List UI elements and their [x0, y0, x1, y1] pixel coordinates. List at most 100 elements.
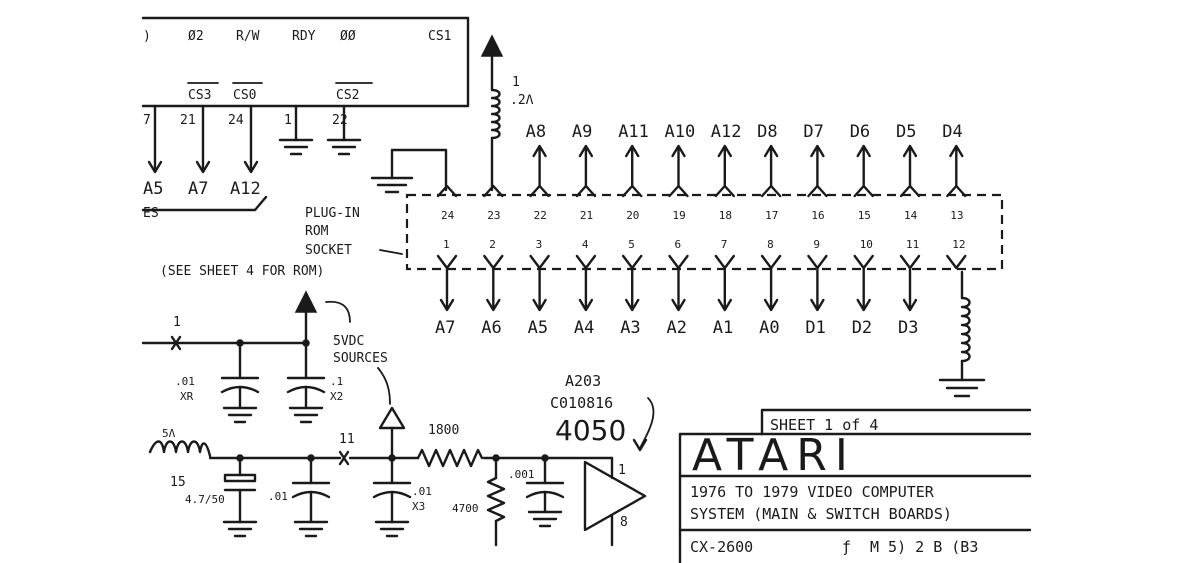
socket-pin-number: 5 [628, 238, 635, 251]
socket-pin-6: 6A2 [667, 238, 689, 338]
svg-text:C010816: C010816 [550, 394, 613, 412]
socket-pin-number: 18 [719, 209, 732, 222]
socket-signal-label: D3 [898, 318, 918, 338]
socket-pin-number: 4 [582, 238, 589, 251]
svg-text:.1: .1 [330, 375, 343, 388]
socket-pin-2: 2A6 [481, 238, 504, 338]
socket-signal-label: D8 [757, 122, 777, 142]
title-line: SYSTEM (MAIN & SWITCH BOARDS) [690, 505, 952, 523]
title-line: 1976 TO 1979 VIDEO COMPUTER [690, 483, 935, 501]
socket-pin-number: 19 [673, 209, 686, 222]
socket-pin-number: 24 [441, 209, 455, 222]
socket-signal-label: A1 [713, 318, 733, 338]
svg-text:): ) [143, 29, 151, 44]
pin12-inductor [938, 270, 986, 398]
socket-pin-number: 8 [767, 238, 774, 251]
chip-pin-label: CS0 [233, 88, 256, 103]
svg-text:4.7/50: 4.7/50 [185, 493, 225, 506]
socket-pin-13: 13 D4 [942, 122, 967, 222]
svg-text:.01: .01 [175, 375, 195, 388]
svg-text:8: 8 [620, 515, 628, 530]
socket-pin-9: 9D1 [805, 238, 828, 338]
svg-text:ƒ: ƒ [842, 538, 851, 556]
socket-pin-3: 3A5 [528, 238, 550, 338]
svg-text:1: 1 [173, 315, 181, 330]
buffer-4050: 1 8 A203 C010816 4050 [550, 372, 655, 547]
socket-signal-label: A12 [711, 122, 742, 142]
socket-pin-7: 7A1 [713, 238, 735, 338]
socket-signal-label: A7 [435, 318, 455, 338]
socket-signal-label: A0 [759, 318, 779, 338]
svg-text:4700: 4700 [452, 502, 479, 515]
svg-text:X3: X3 [412, 500, 425, 513]
socket-signal-label: A9 [572, 122, 592, 142]
socket-pin-18: 18 A12 [711, 122, 742, 222]
inductor-value: 1 [512, 75, 520, 90]
svg-text:.001: .001 [508, 468, 535, 481]
sheet-number: SHEET 1 of 4 [770, 416, 878, 434]
chip-output-label: A5 [143, 179, 163, 199]
socket-pin-4: 4A4 [574, 238, 597, 338]
socket-pin-23: 23 [483, 184, 504, 222]
socket-pin-number: 2 [489, 238, 496, 251]
svg-text:1: 1 [618, 463, 626, 478]
socket-signal-label: A6 [481, 318, 501, 338]
socket-pin-number: 10 [860, 238, 873, 251]
socket-signal-label: D2 [852, 318, 872, 338]
socket-pin-number: 23 [487, 209, 500, 222]
socket-pin-number: 13 [950, 209, 963, 222]
chip-pin-label: CS1 [428, 29, 451, 44]
inductor-value: .2Λ [510, 93, 534, 108]
chip-pin-label: CS3 [188, 88, 211, 103]
svg-text:.01: .01 [412, 485, 432, 498]
chip-output-label: A12 [230, 179, 261, 199]
chip-pin-label: R/W [236, 29, 260, 44]
svg-text:ROM: ROM [305, 224, 329, 239]
socket-pin-number: 12 [952, 238, 965, 251]
svg-text:7: 7 [143, 113, 151, 128]
svg-text:ES: ES [143, 206, 159, 221]
socket-pin-number: 22 [534, 209, 547, 222]
svg-text:.01: .01 [268, 490, 288, 503]
socket-pin-number: 20 [626, 209, 639, 222]
socket-pin-number: 9 [813, 238, 820, 251]
chip-pin-number: 1 [284, 113, 292, 128]
socket-signal-label: A3 [620, 318, 640, 338]
company-name: ATARI [692, 430, 856, 481]
chip-box: ) Ø2 R/W RDY ØØ CS1 CS3 CS0 CS2 [141, 16, 470, 108]
svg-text:XR: XR [180, 390, 194, 403]
socket-pin-number: 3 [536, 238, 543, 251]
chip-pin-label: ØØ [340, 29, 356, 44]
svg-text:SOURCES: SOURCES [333, 351, 388, 366]
svg-text:5VDC: 5VDC [333, 334, 364, 349]
svg-text:X2: X2 [330, 390, 343, 403]
title-block: SHEET 1 of 4 ATARI 1976 TO 1979 VIDEO CO… [678, 408, 1032, 563]
socket-pin-12: 12 [946, 238, 967, 270]
chip-pin-label: RDY [292, 29, 316, 44]
socket-pin-1: 1A7 [435, 238, 458, 338]
chip-pin-label: Ø2 [188, 29, 204, 44]
socket-pin-number: 6 [675, 238, 682, 251]
chip-pin-number: 21 [180, 113, 196, 128]
chip-pin-number: 24 [228, 113, 244, 128]
socket-signal-label: D4 [942, 122, 962, 142]
socket-pin-24: 24 [436, 184, 458, 222]
top-inductor: 1 .2Λ [480, 34, 534, 192]
socket-signal-label: A4 [574, 318, 594, 338]
socket-signal-label: A2 [667, 318, 687, 338]
socket-pin-8: 8A0 [759, 238, 782, 338]
socket-signal-label: D5 [896, 122, 916, 142]
chip-output-pins: 7 21 24 1 22 A5 A7 A12 ES [141, 104, 362, 221]
socket-label: PLUG-IN ROM SOCKET (SEE SHEET 4 FOR ROM) [160, 206, 403, 279]
chip-pin-label: CS2 [336, 88, 359, 103]
svg-text:1800: 1800 [428, 423, 459, 438]
socket-ground [370, 148, 448, 194]
